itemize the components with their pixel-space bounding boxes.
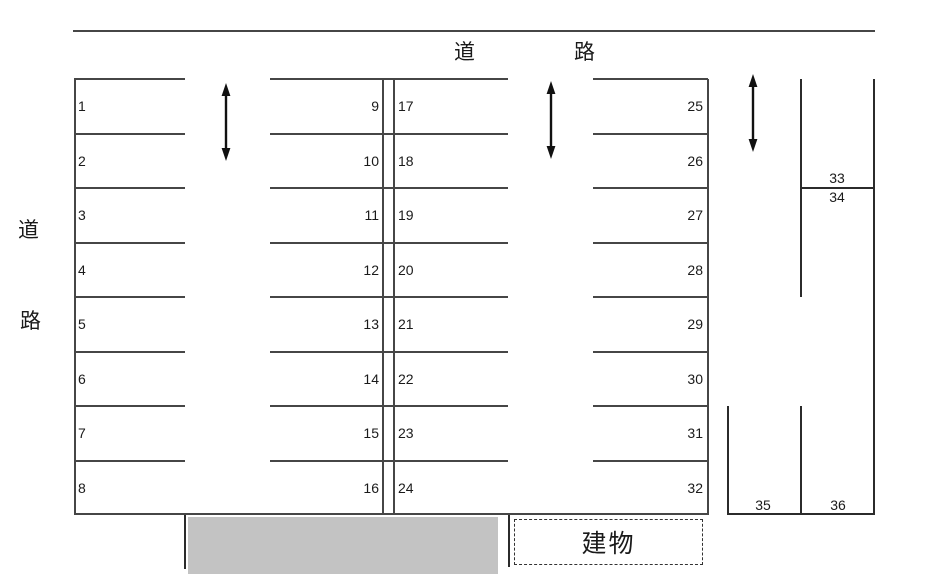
stall-26: 26 (687, 153, 703, 169)
column-d-right-border (707, 79, 709, 515)
road-label-top-2: 路 (574, 41, 595, 64)
stall-line (270, 351, 508, 353)
stall-28: 28 (687, 262, 703, 278)
stall-3: 3 (78, 207, 86, 223)
stall-24: 24 (398, 480, 414, 496)
stall-12: 12 (363, 262, 379, 278)
stall-23: 23 (398, 425, 414, 441)
stall-line (593, 133, 708, 135)
stall-10: 10 (363, 153, 379, 169)
stall-line (593, 405, 708, 407)
stall-25: 25 (687, 98, 703, 114)
stall-line (270, 405, 508, 407)
building-box: 建物 (514, 519, 703, 565)
stall-line (593, 78, 708, 80)
stall-35-left-border (727, 406, 729, 515)
stall-line (74, 187, 185, 189)
stall-line (74, 133, 185, 135)
stall-18: 18 (398, 153, 414, 169)
stall-30: 30 (687, 371, 703, 387)
stall-33: 33 (829, 170, 845, 186)
stall-14: 14 (363, 371, 379, 387)
stall-35-36-divider (800, 406, 802, 515)
stall-line (593, 187, 708, 189)
stall-32: 32 (687, 480, 703, 496)
stall-34: 34 (829, 189, 845, 205)
stall-6: 6 (78, 371, 86, 387)
stall-20: 20 (398, 262, 414, 278)
stall-9: 9 (371, 98, 379, 114)
stall-19: 19 (398, 207, 414, 223)
stall-35-36-bottom-line (727, 513, 875, 515)
stall-line (74, 242, 185, 244)
stall-21: 21 (398, 316, 414, 332)
stall-11: 11 (364, 207, 379, 223)
stall-4: 4 (78, 262, 86, 278)
stall-line (74, 405, 185, 407)
gray-structure-block (188, 517, 498, 574)
stall-35: 35 (755, 497, 771, 513)
building-label: 建物 (581, 530, 636, 558)
stall-31: 31 (687, 425, 703, 441)
aisle-direction-arrow-icon (546, 81, 556, 159)
stall-line (270, 78, 508, 80)
stall-17: 17 (398, 98, 414, 114)
road-label-left-1: 道 (18, 219, 39, 242)
stall-22: 22 (398, 371, 414, 387)
right-outer-border (873, 79, 875, 515)
stall-line (270, 187, 508, 189)
road-edge-line-top (73, 30, 875, 32)
aisle-direction-arrow-icon (221, 83, 231, 161)
stall-line (593, 242, 708, 244)
stall-line (74, 351, 185, 353)
stall-line (74, 460, 185, 462)
stall-1: 1 (78, 98, 86, 114)
column-c-left-border (393, 79, 395, 515)
stall-8: 8 (78, 480, 86, 496)
stall-line (593, 351, 708, 353)
stall-line (270, 296, 508, 298)
stall-33-34-divider (800, 187, 875, 189)
road-label-left-2: 路 (20, 310, 41, 333)
stall-line (593, 460, 708, 462)
stall-5: 5 (78, 316, 86, 332)
stall-7: 7 (78, 425, 86, 441)
stall-block-bottom-line (74, 513, 709, 515)
stall-2: 2 (78, 153, 86, 169)
road-label-top-1: 道 (454, 41, 475, 64)
stall-29: 29 (687, 316, 703, 332)
stall-13: 13 (363, 316, 379, 332)
column-a-left-border (74, 79, 76, 515)
bottom-mid-wall-line (508, 515, 510, 567)
column-b-right-border (382, 79, 384, 515)
stall-line (74, 296, 185, 298)
bottom-left-wall-line (184, 515, 186, 569)
stall-line (270, 460, 508, 462)
stall-line (593, 296, 708, 298)
stall-line (270, 242, 508, 244)
stall-line (74, 78, 185, 80)
stall-15: 15 (363, 425, 379, 441)
stall-16: 16 (363, 480, 379, 496)
stall-27: 27 (687, 207, 703, 223)
stall-line (270, 133, 508, 135)
aisle-direction-arrow-icon (748, 74, 758, 152)
stall-36: 36 (830, 497, 846, 513)
